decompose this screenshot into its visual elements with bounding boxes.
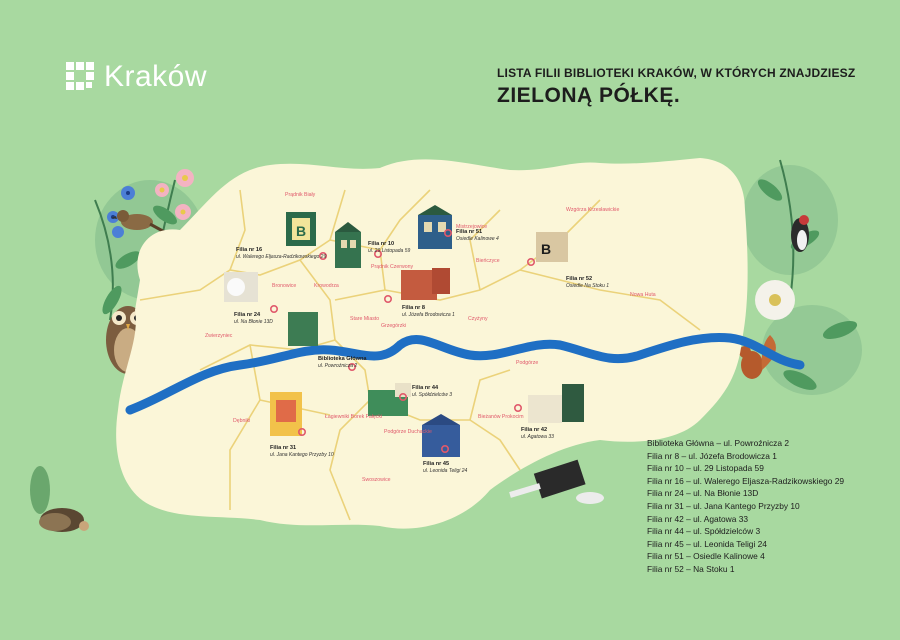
location-pin-icon: [398, 392, 407, 401]
district-label: Nowa Huta: [630, 292, 656, 298]
logo-text: Kraków: [104, 60, 208, 93]
location-pin-icon: [526, 257, 535, 266]
district-label: Podgórze: [516, 360, 538, 366]
branch-address: ul. Na Błonie 13D: [234, 319, 273, 325]
branch-name: Filia nr 16: [236, 247, 262, 253]
krakow-logo-icon: [66, 62, 94, 90]
branch-list-item: Filia nr 51 – Osiedle Kalinowe 4: [647, 551, 765, 562]
branch-address: ul. Leonida Teligi 24: [423, 468, 468, 474]
location-pin-icon: [373, 250, 382, 259]
district-label: Czyżyny: [468, 316, 488, 322]
header-title: ZIELONĄ PÓŁKĘ.: [497, 84, 681, 107]
location-pin-icon: [269, 304, 278, 313]
district-label: Bieńczyce: [476, 258, 500, 264]
branch-address: ul. Józefa Brodowicza 1: [402, 312, 455, 318]
branch-name: Filia nr 52: [566, 276, 592, 282]
vistula-river: [125, 332, 805, 415]
district-labels: Prądnik Biały Bronowice Krowodrza Prądni…: [205, 192, 656, 483]
branch-list-item: Filia nr 42 – ul. Agatowa 33: [647, 513, 749, 524]
library-building-icon: B B: [224, 205, 584, 457]
branch-address: ul. Walerego Eljasza-Radzikowskiego 29: [236, 254, 326, 260]
branch-list-item: Filia nr 10 – ul. 29 Listopada 59: [647, 463, 764, 474]
branch-list-item: Filia nr 52 – Na Stoku 1: [647, 563, 735, 574]
branch-list-item: Filia nr 16 – ul. Walerego Eljasza-Radzi…: [647, 475, 845, 486]
district-label: Łagiewniki Borek Fałęcki: [325, 414, 382, 420]
district-label: Krowodrza: [314, 283, 339, 289]
district-label: Prądnik Czerwony: [371, 264, 413, 270]
district-label: Podgórze Duchackie: [384, 429, 432, 435]
branch-name: Filia nr 42: [521, 427, 547, 433]
branch-list-item: Filia nr 44 – ul. Spółdzielców 3: [647, 526, 761, 537]
branch-address: ul. Agatowa 33: [521, 434, 554, 440]
branch-list-item: Filia nr 45 – ul. Leonida Teligi 24: [647, 538, 767, 549]
district-label: Bronowice: [272, 283, 296, 289]
district-label: Prądnik Biały: [285, 192, 316, 198]
svg-text:B: B: [541, 241, 551, 257]
district-label: Swoszowice: [362, 477, 391, 483]
location-pin-icon: [440, 444, 449, 453]
branch-name: Filia nr 44: [412, 385, 439, 391]
branch-name: Filia nr 31: [270, 445, 296, 451]
krakow-logo: Kraków: [66, 60, 207, 94]
branch-list-item: Filia nr 24 – ul. Na Błonie 13D: [647, 488, 759, 499]
branch-name: Filia nr 8: [402, 305, 425, 311]
header: LISTA FILII BIBLIOTEKI KRAKÓW, W KTÓRYCH…: [497, 66, 855, 108]
location-pin-icon: [297, 427, 306, 436]
branch-list-item: Biblioteka Główna – ul. Powroźnicza 2: [647, 438, 789, 448]
hand-with-book-icon: [509, 459, 604, 504]
branch-address: ul. Jana Kantego Przyzby 10: [270, 452, 334, 458]
branch-address: ul. 29 Listopada 59: [368, 248, 410, 254]
branch-address: Osiedle Na Stoku 1: [566, 283, 609, 289]
branch-labels: Filia nr 16 ul. Walerego Eljasza-Radziko…: [234, 229, 609, 474]
location-pin-icon: [513, 403, 522, 412]
branch-address: ul. Spółdzielców 3: [412, 392, 452, 398]
branch-name: Filia nr 45: [423, 461, 449, 467]
right-flowers-decoration: [742, 159, 862, 395]
district-label: Wzgórza Krzesławickie: [566, 207, 619, 213]
branch-name: Biblioteka Główna: [318, 356, 367, 362]
branch-address: Osiedle Kalinowe 4: [456, 236, 499, 242]
bird-icon: [111, 210, 171, 237]
header-subtitle: LISTA FILII BIBLIOTEKI KRAKÓW, W KTÓRYCH…: [497, 66, 856, 80]
location-pin-icon: [318, 252, 327, 261]
district-label: Mistrzejowice: [456, 224, 487, 230]
location-pins: [269, 229, 535, 453]
location-pin-icon: [347, 362, 356, 371]
branch-list-item: Filia nr 31 – ul. Jana Kantego Przyzby 1…: [647, 500, 800, 511]
woodpecker-icon: [791, 215, 809, 252]
branch-address: ul. Powroźnicza 2: [318, 363, 357, 369]
branch-name: Filia nr 24: [234, 312, 261, 318]
location-pin-icon: [383, 294, 392, 303]
district-label: Bieżanów Prokocim: [478, 414, 524, 420]
branch-name: Filia nr 51: [456, 229, 482, 235]
district-label: Stare Miasto: [350, 316, 379, 322]
district-label: Zwierzyniec: [205, 333, 233, 339]
flower-icon: [107, 169, 194, 238]
branch-list-item: Filia nr 8 – ul. Józefa Brodowicza 1: [647, 450, 777, 461]
branch-name: Filia nr 10: [368, 241, 394, 247]
district-label: Grzegórzki: [381, 323, 406, 329]
location-pin-icon: [443, 229, 452, 238]
district-label: Dębniki: [233, 418, 250, 424]
svg-text:B: B: [296, 223, 306, 239]
hedgehog-icon: [30, 466, 89, 532]
branch-list: Biblioteka Główna – ul. Powroźnicza 2 Fi…: [647, 437, 844, 576]
